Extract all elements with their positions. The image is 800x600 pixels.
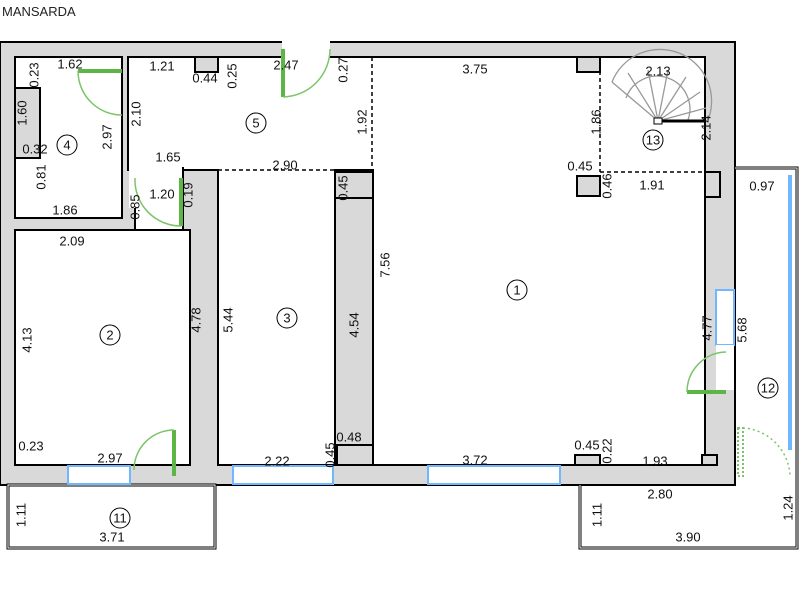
dimension: 2.97 xyxy=(99,124,114,149)
pillar xyxy=(14,87,41,159)
dimension: 3.75 xyxy=(462,61,487,76)
door-swing xyxy=(134,177,182,227)
dimension: 0.19 xyxy=(180,182,195,207)
dimension: 3.90 xyxy=(675,529,700,544)
dimension: 2.97 xyxy=(97,450,122,465)
door-balcony-12[interactable] xyxy=(737,427,744,477)
window xyxy=(232,465,334,485)
dimension: 1.91 xyxy=(639,177,664,192)
dimension: 2.47 xyxy=(273,57,298,72)
hall-opening xyxy=(129,58,181,208)
dimension: 0.23 xyxy=(26,62,41,87)
dimension: 0.44 xyxy=(192,70,217,85)
room-number: 12 xyxy=(761,381,775,396)
pillar xyxy=(701,454,718,466)
pillar xyxy=(574,454,601,466)
room-2 xyxy=(14,229,191,466)
spiral-stair xyxy=(611,48,713,125)
dimension: 0.27 xyxy=(335,57,350,82)
window xyxy=(427,465,561,485)
dimension: 5.44 xyxy=(220,307,235,332)
dimension: 1.11 xyxy=(13,503,28,527)
dimension: 1.86 xyxy=(588,109,603,134)
room-number: 4 xyxy=(63,138,70,153)
dimension: 0.48 xyxy=(336,429,361,444)
dimension: 1.60 xyxy=(14,100,29,125)
balcony-12-inner xyxy=(579,167,798,549)
room-labels: 4 5 13 2 3 1 12 11 xyxy=(56,112,779,529)
room-number: 2 xyxy=(106,328,113,343)
room-number: 13 xyxy=(646,133,660,148)
dimension: 4.78 xyxy=(188,307,203,332)
dimension: 2.90 xyxy=(272,157,297,172)
dimension: 3.72 xyxy=(462,452,487,467)
pillar xyxy=(334,171,374,199)
dimension: 1.92 xyxy=(354,109,369,134)
dimension: 1.21 xyxy=(149,58,174,73)
dimension: 0.85 xyxy=(127,194,142,219)
dimension: 1.11 xyxy=(589,503,604,527)
plan-title: MANSARDA xyxy=(2,4,76,19)
window xyxy=(67,465,131,485)
door-swing xyxy=(77,70,123,116)
room-number: 11 xyxy=(113,511,127,526)
dimension: 4.54 xyxy=(346,312,361,337)
dimension-labels: 1.62 1.21 0.44 0.25 2.47 0.27 3.75 2.13 … xyxy=(13,56,795,544)
door-swing xyxy=(282,48,331,98)
door-swing xyxy=(686,351,727,393)
dimension: 3.71 xyxy=(99,529,124,544)
pillar xyxy=(194,56,219,73)
dimension: 2.80 xyxy=(647,486,672,501)
dimension: 1.93 xyxy=(642,453,667,468)
dimension: 2.10 xyxy=(128,101,143,126)
dimension: 0.45 xyxy=(322,442,337,467)
room-number: 3 xyxy=(283,311,290,326)
dimension: 1.24 xyxy=(780,495,795,520)
door-swing xyxy=(133,429,175,471)
pillar xyxy=(336,444,374,466)
dimension: 0.22 xyxy=(599,438,614,463)
dimension: 0.32 xyxy=(22,141,47,156)
dimension: 0.81 xyxy=(33,164,48,189)
window xyxy=(715,289,735,346)
room-number: 1 xyxy=(513,283,520,298)
dimension: 7.56 xyxy=(377,252,392,277)
door-opening xyxy=(716,345,734,390)
dimension: 1.20 xyxy=(149,186,174,201)
dimension: 0.45 xyxy=(335,175,350,200)
dimension: 0.25 xyxy=(224,63,239,88)
dimension: 1.62 xyxy=(57,56,82,71)
dimension: 4.13 xyxy=(19,327,34,352)
dimension: 2.13 xyxy=(645,63,670,78)
pillar xyxy=(704,171,721,198)
entrance-opening xyxy=(282,41,330,58)
dimension: 4.77 xyxy=(699,315,714,340)
hall-opening xyxy=(136,160,182,180)
pillar xyxy=(576,175,601,197)
dimension: 2.22 xyxy=(264,453,289,468)
dimension: 1.65 xyxy=(155,149,180,164)
dimension: 0.46 xyxy=(599,173,614,198)
pillar xyxy=(576,56,601,73)
dimension: 0.45 xyxy=(574,437,599,452)
room-number: 5 xyxy=(252,116,259,131)
dimension: 5.68 xyxy=(734,317,749,342)
dimension: 0.97 xyxy=(749,178,774,193)
dimension: 2.09 xyxy=(59,233,84,248)
dimension: 0.23 xyxy=(18,438,43,453)
door-swing xyxy=(742,427,791,477)
room-3 xyxy=(217,169,336,466)
dimension: 1.86 xyxy=(52,202,77,217)
dimension: 0.45 xyxy=(567,158,592,173)
dimension: 2.14 xyxy=(698,115,713,140)
